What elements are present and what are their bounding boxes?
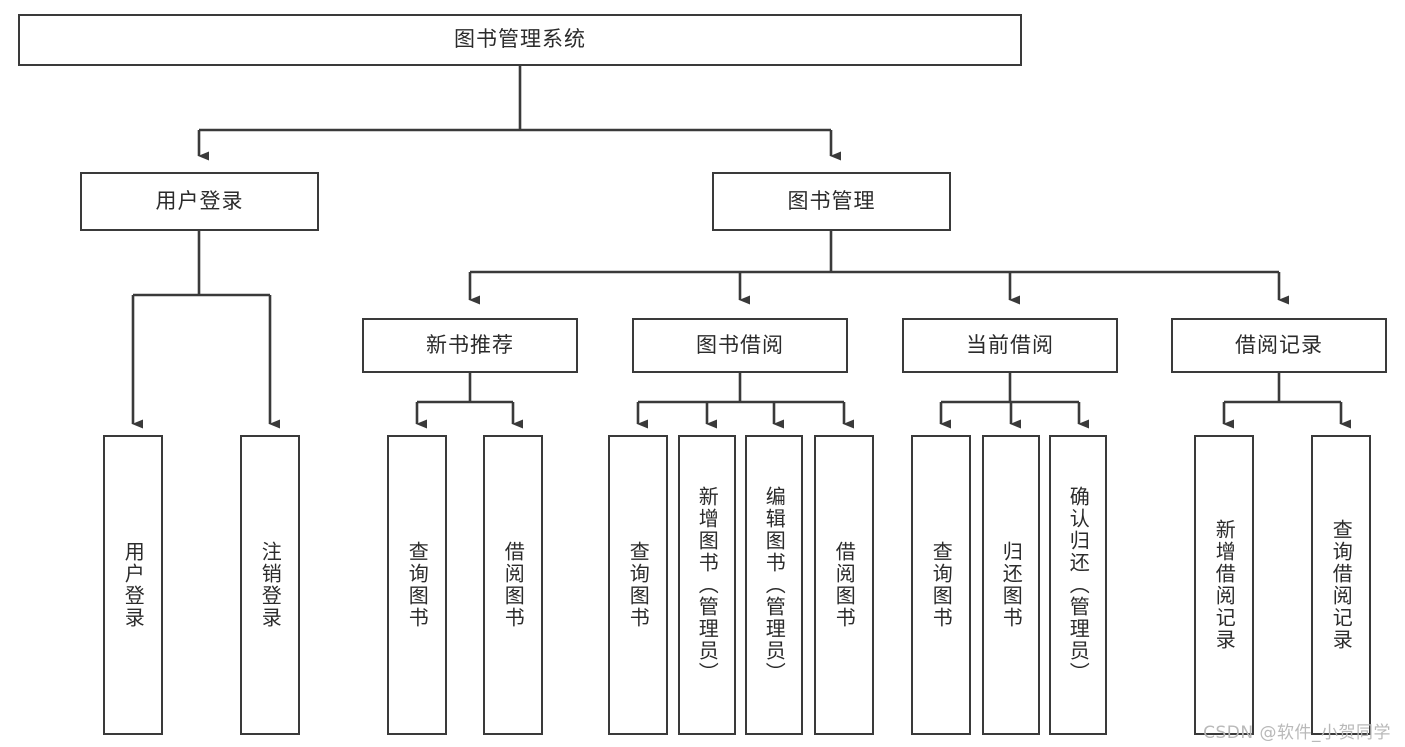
node-label: 用户登录 (121, 541, 146, 629)
node-label: 图书借阅 (696, 332, 784, 357)
node-label: 借阅记录 (1235, 332, 1323, 357)
leaf-add-borrow-record[interactable]: 新增借阅记录 (1194, 435, 1254, 735)
leaf-query-book-current[interactable]: 查询图书 (911, 435, 971, 735)
node-label: 当前借阅 (966, 332, 1054, 357)
leaf-edit-book-admin[interactable]: 编辑图书（管理员） (745, 435, 803, 735)
leaf-query-book-newbook[interactable]: 查询图书 (387, 435, 447, 735)
node-label: 确认归还（管理员） (1066, 486, 1091, 684)
node-label: 用户登录 (155, 188, 244, 213)
node-label: 新增图书（管理员） (695, 486, 720, 684)
leaf-query-book-borrow[interactable]: 查询图书 (608, 435, 668, 735)
watermark-text: CSDN @软件_小贺同学 (1203, 723, 1391, 743)
node-label: 查询图书 (405, 541, 430, 629)
node-label: 借阅图书 (501, 541, 526, 629)
node-label: 注销登录 (258, 541, 283, 629)
node-label: 新书推荐 (426, 332, 514, 357)
node-label: 查询图书 (626, 541, 651, 629)
node-user-login[interactable]: 用户登录 (80, 172, 319, 231)
node-label: 查询图书 (929, 541, 954, 629)
leaf-user-login[interactable]: 用户登录 (103, 435, 163, 735)
leaf-add-book-admin[interactable]: 新增图书（管理员） (678, 435, 736, 735)
node-book-management[interactable]: 图书管理 (712, 172, 951, 231)
node-label: 图书管理 (787, 188, 876, 213)
leaf-borrow-book-newbook[interactable]: 借阅图书 (483, 435, 543, 735)
node-current-borrow[interactable]: 当前借阅 (902, 318, 1118, 373)
node-label: 图书管理系统 (454, 27, 586, 52)
node-root-book-management-system[interactable]: 图书管理系统 (18, 14, 1022, 66)
node-label: 新增借阅记录 (1212, 519, 1237, 651)
node-label: 借阅图书 (832, 541, 857, 629)
node-new-book-recommend[interactable]: 新书推荐 (362, 318, 578, 373)
leaf-confirm-return-admin[interactable]: 确认归还（管理员） (1049, 435, 1107, 735)
node-borrow-record[interactable]: 借阅记录 (1171, 318, 1387, 373)
node-book-borrow[interactable]: 图书借阅 (632, 318, 848, 373)
leaf-logout[interactable]: 注销登录 (240, 435, 300, 735)
leaf-return-book[interactable]: 归还图书 (982, 435, 1040, 735)
node-label: 查询借阅记录 (1329, 519, 1354, 651)
leaf-borrow-book-borrow[interactable]: 借阅图书 (814, 435, 874, 735)
node-label: 编辑图书（管理员） (762, 486, 787, 684)
node-label: 归还图书 (999, 541, 1024, 629)
leaf-query-borrow-record[interactable]: 查询借阅记录 (1311, 435, 1371, 735)
